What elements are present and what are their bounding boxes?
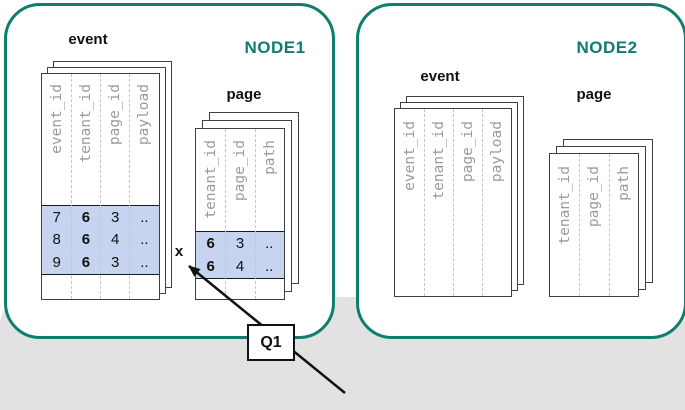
node2-event-table: event_id tenant_id page_id payload — [394, 108, 512, 297]
column-separator — [608, 154, 610, 296]
node1-page-table-label: page — [226, 86, 262, 103]
table-row: 8 6 4 .. — [42, 231, 159, 248]
column-separator — [128, 74, 130, 299]
table-row: 6 3 .. — [196, 235, 284, 252]
table-cell: 4 — [235, 258, 245, 275]
table-cell: 6 — [81, 254, 91, 272]
column-header: tenant_id — [202, 140, 219, 219]
table-cell: 7 — [52, 208, 61, 226]
table-cell: 9 — [52, 254, 61, 272]
table-cell: .. — [265, 235, 274, 252]
column-header: tenant_id — [430, 121, 447, 200]
join-x-marker: x — [174, 243, 184, 260]
column-separator — [452, 109, 454, 296]
table-cell: 6 — [206, 235, 215, 252]
column-separator — [225, 129, 226, 299]
column-separator — [254, 129, 256, 299]
node1-event-table-label: event — [68, 31, 108, 48]
column-header: event_id — [48, 84, 65, 154]
column-header: page_id — [586, 166, 603, 228]
table-cell: 3 — [235, 235, 245, 252]
highlighted-rows: 7 6 3 .. 8 6 4 .. 9 6 3 .. — [42, 205, 159, 275]
table-cell: 6 — [81, 231, 91, 249]
q1-label-box: Q1 — [247, 324, 295, 361]
node1-page-table: tenant_id page_id path 6 3 .. 6 4 .. — [195, 128, 285, 300]
table-cell: 6 — [206, 258, 215, 275]
table-row: 6 4 .. — [196, 258, 284, 275]
column-header: payload — [135, 84, 152, 146]
highlighted-rows: 6 3 .. 6 4 .. — [196, 231, 284, 279]
node2-page-table-label: page — [576, 86, 612, 103]
node1-event-table: event_id tenant_id page_id payload 7 6 3… — [41, 73, 160, 300]
column-header: payload — [488, 121, 505, 183]
column-header: path — [261, 140, 278, 175]
column-header: tenant_id — [556, 166, 573, 245]
table-cell: .. — [140, 208, 149, 226]
table-cell: 3 — [110, 254, 120, 272]
column-separator — [579, 154, 580, 296]
column-header: page_id — [232, 140, 249, 202]
table-cell: .. — [140, 231, 149, 249]
table-cell: .. — [140, 254, 149, 272]
column-header: page_id — [459, 121, 476, 183]
node2-event-table-label: event — [420, 68, 460, 85]
table-cell: 8 — [52, 231, 61, 249]
column-separator — [423, 109, 425, 296]
column-separator — [481, 109, 483, 296]
node1-title: NODE1 — [244, 38, 306, 57]
column-header: event_id — [401, 121, 418, 191]
table-cell: 6 — [81, 208, 91, 226]
table-row: 7 6 3 .. — [42, 209, 159, 226]
table-cell: 3 — [110, 208, 120, 226]
column-separator — [70, 74, 72, 299]
column-header: page_id — [106, 84, 123, 146]
table-cell: .. — [265, 258, 274, 275]
column-header: path — [615, 166, 632, 201]
node2-title: NODE2 — [576, 38, 638, 57]
column-header: tenant_id — [77, 84, 94, 163]
table-cell: 4 — [110, 231, 120, 249]
column-separator — [99, 74, 101, 299]
table-row: 9 6 3 .. — [42, 254, 159, 271]
node2-page-table: tenant_id page_id path — [549, 153, 639, 297]
